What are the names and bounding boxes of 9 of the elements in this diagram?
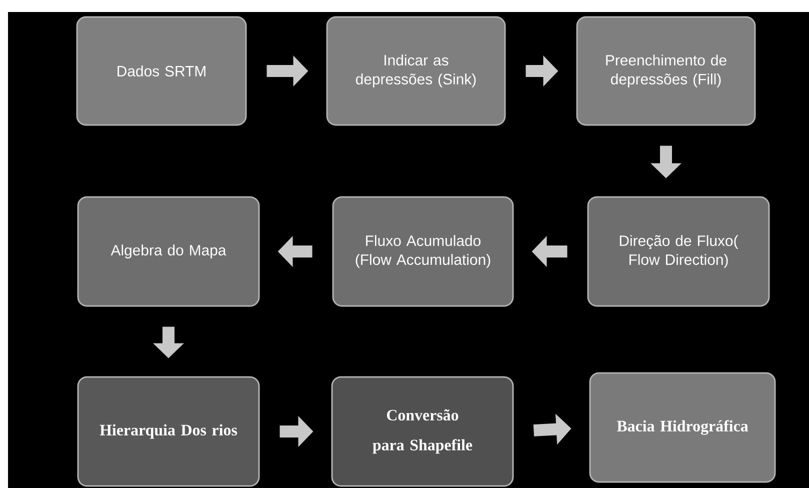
process-box: Fluxo Acumulado (Flow Accumulation) [332,196,514,307]
process-box: Algebra do Mapa [77,196,260,307]
process-box: Bacia Hidrográfica [589,372,776,483]
process-box: Dados SRTM [76,16,247,126]
process-box: Indicar as depressões (Sink) [326,16,506,126]
process-box: Direção de Fluxo( Flow Direction) [587,196,770,307]
process-box: Conversão para Shapefile [331,376,514,487]
process-box: Preenchimento de depressões (Fill) [576,16,756,126]
process-box: Hierarquia Dos rios [77,376,260,487]
